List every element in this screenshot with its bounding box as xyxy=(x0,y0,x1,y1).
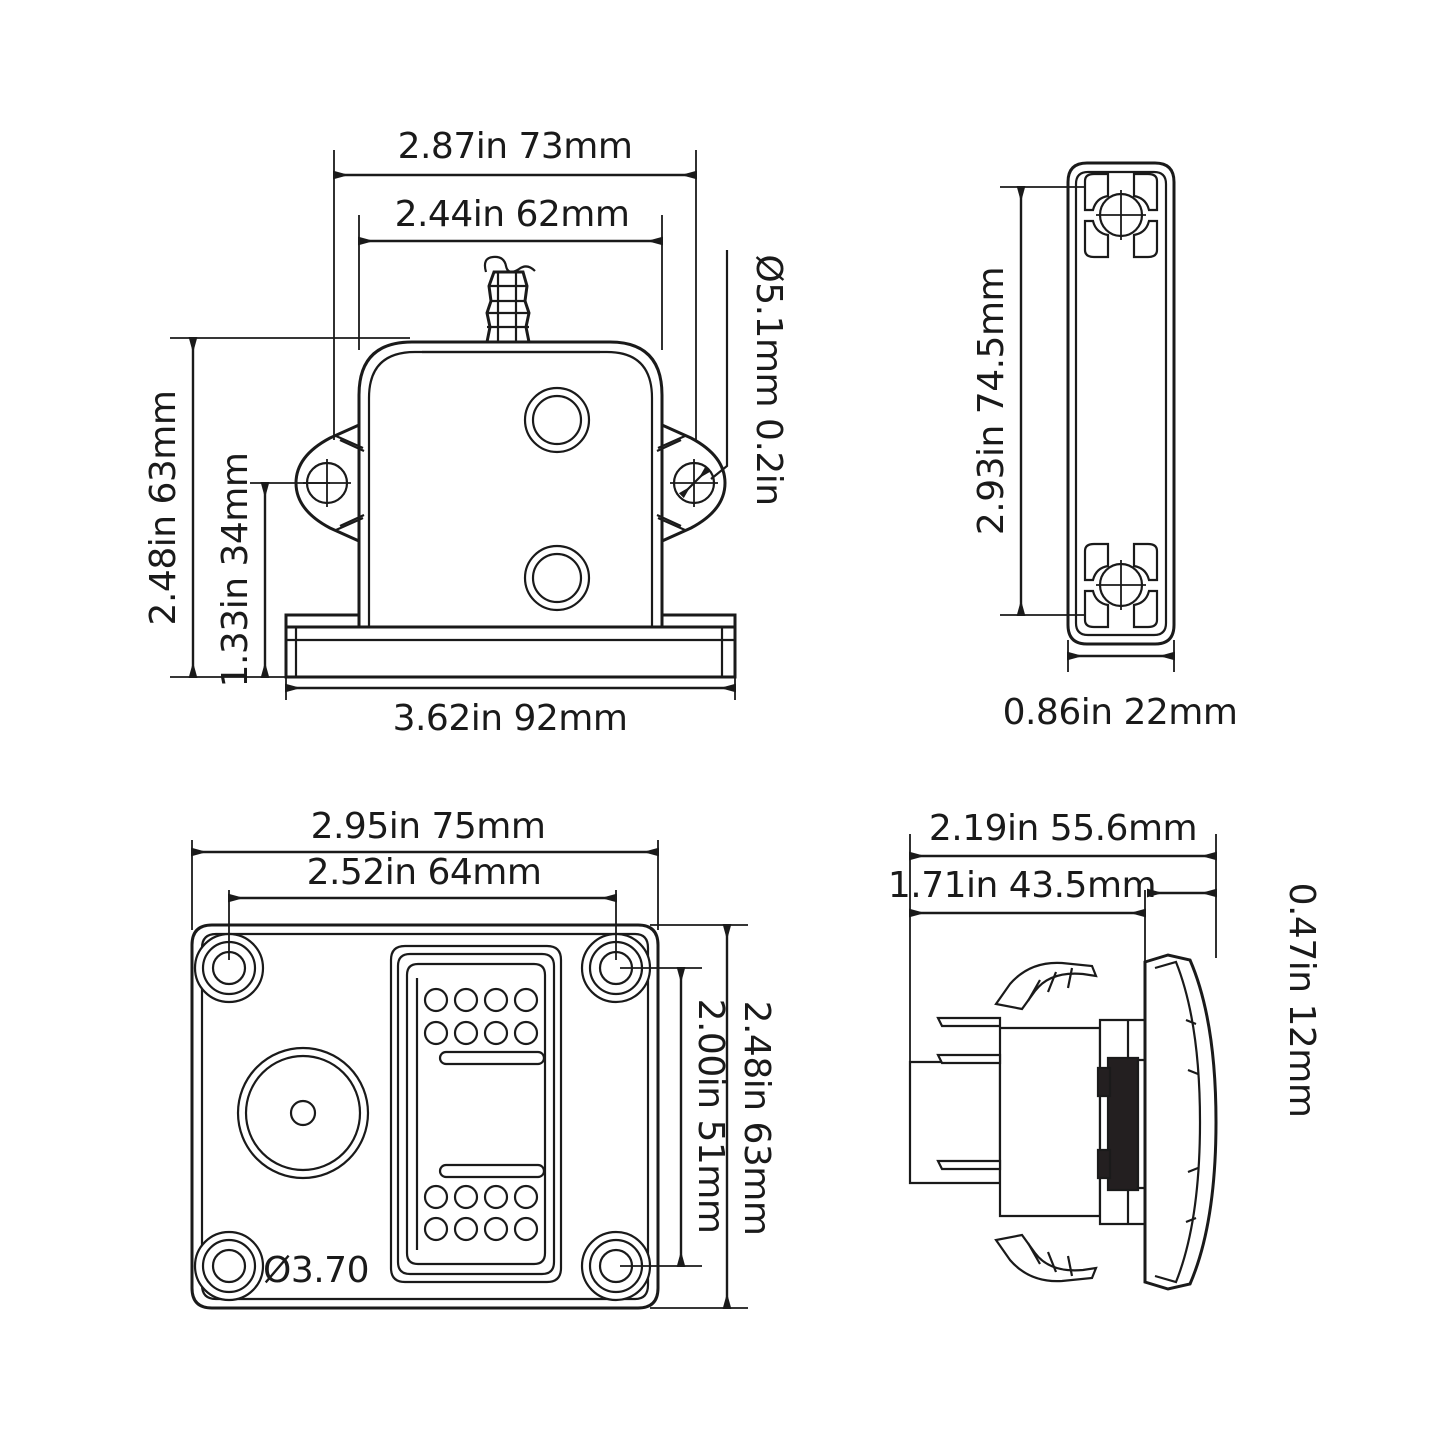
dimension-label-hole-spacing-x: 2.52in 64mm xyxy=(307,852,542,893)
dimension-2-19in-55-6mm: 2.19in 55.6mm xyxy=(909,808,1217,1065)
dimension-0-47in-12mm: 0.47in 12mm xyxy=(1147,883,1322,1118)
dimension-2-87in-73mm: 2.87in 73mm xyxy=(333,126,697,440)
dimension-label-side-width: 0.86in 22mm xyxy=(1003,692,1238,733)
face-plan-round-plug xyxy=(236,1046,370,1180)
face-plan-geometry xyxy=(190,923,660,1310)
dimension-label-plate-height: 2.48in 63mm xyxy=(736,1001,777,1236)
section-side-view: 2.19in 55.6mm 1.71in 43.5mm 0.47in 12mm xyxy=(888,808,1322,1291)
side-profile-view: 2.93in 74.5mm 0.86in 22mm xyxy=(971,161,1238,733)
dimension-label-body-depth: 1.71in 43.5mm xyxy=(888,865,1156,906)
dimension-dia-5-1mm: Ø5.1mm 0.2in xyxy=(678,250,789,506)
note-dia-3-70: Ø3.70 xyxy=(263,1250,370,1291)
face-plan-view: 2.95in 75mm 2.52in 64mm 2.48in 63mm xyxy=(190,806,777,1310)
dimension-label-ear-height: 1.33in 34mm xyxy=(215,453,256,688)
side-profile-bottom-boss xyxy=(1083,542,1159,629)
dimension-1-33in-34mm: 1.33in 34mm xyxy=(215,453,330,688)
face-plan-corner-holes xyxy=(193,932,652,1302)
dimension-label-outer-width: 2.87in 73mm xyxy=(398,126,633,167)
face-plan-rocker-switch xyxy=(389,944,563,1284)
dimension-label-bezel-thickness: 0.47in 12mm xyxy=(1281,883,1322,1118)
dimension-label-hole-diameter: Ø5.1mm 0.2in xyxy=(748,254,789,505)
dimension-1-71in-43-5mm: 1.71in 43.5mm xyxy=(888,865,1157,1020)
dimension-2-48in-63mm-plan: 2.48in 63mm xyxy=(650,924,777,1309)
dimension-2-95in-75mm: 2.95in 75mm xyxy=(191,806,659,930)
section-side-geometry xyxy=(908,953,1218,1291)
dimension-label-hole-spacing-y: 2.00in 51mm xyxy=(690,999,731,1234)
dimension-2-44in-62mm: 2.44in 62mm xyxy=(358,194,663,350)
note-label-hole-diameter: Ø3.70 xyxy=(263,1250,369,1291)
dimension-label-inner-width: 2.44in 62mm xyxy=(395,194,630,235)
dimension-2-93in-74-5mm: 2.93in 74.5mm xyxy=(971,186,1086,616)
dimension-label-front-height: 2.48in 63mm xyxy=(143,391,184,626)
front-elevation-geometry xyxy=(284,255,737,679)
dimension-label-side-height: 2.93in 74.5mm xyxy=(971,267,1012,535)
dimension-2-52in-64mm: 2.52in 64mm xyxy=(228,852,617,960)
dimension-label-base-width: 3.62in 92mm xyxy=(393,698,628,739)
dimension-label-plate-width: 2.95in 75mm xyxy=(311,806,546,847)
side-profile-top-boss xyxy=(1083,172,1159,259)
dimension-3-62in-92mm: 3.62in 92mm xyxy=(285,660,736,739)
dimension-0-86in-22mm: 0.86in 22mm xyxy=(1003,640,1238,733)
front-elevation-view: 2.87in 73mm 2.44in 62mm 2.48in 63mm 1. xyxy=(143,126,789,739)
dimension-label-total-depth: 2.19in 55.6mm xyxy=(929,808,1197,849)
dimension-2-00in-51mm: 2.00in 51mm xyxy=(620,967,731,1267)
side-profile-geometry xyxy=(1066,161,1176,646)
dimension-2-48in-63mm-front: 2.48in 63mm xyxy=(143,337,410,678)
